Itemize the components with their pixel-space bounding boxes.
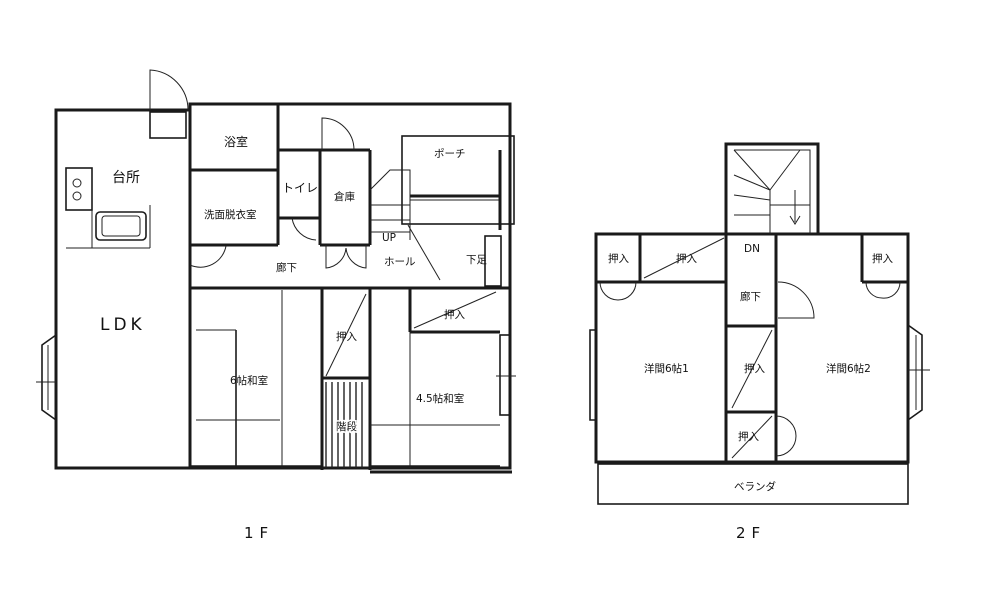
ldk-bay-window: [41, 334, 57, 421]
kitchen-sink: [95, 211, 147, 241]
label-2f-western2: 洋間6帖2: [826, 362, 871, 375]
label-2f-closet-bottom: 押入: [738, 430, 759, 443]
label-toilet: トイレ: [282, 181, 318, 195]
bay-window-2f-right: [907, 324, 923, 421]
label-2f-closet-mid: 押入: [676, 252, 697, 265]
label-corridor-1f: 廊下: [276, 261, 297, 274]
label-porch: ポーチ: [434, 148, 466, 160]
wall-1f-ldk: [54, 108, 192, 470]
caption-1f: 1F: [244, 524, 274, 542]
label-stairs-front: 階段: [336, 420, 357, 433]
stairs-1f-icon: [325, 382, 363, 468]
floor-2: 押入 押入 DN 押入 廊下 洋間6帖1 洋間6帖2 押入 押入 ベランダ 2F: [589, 142, 930, 542]
label-2f-closet-left: 押入: [608, 252, 629, 265]
label-2f-western1: 洋間6帖1: [644, 362, 689, 375]
floor-1: 台所 浴室 洗面脱衣室 トイレ 倉庫 ポーチ UP ホール 下足 廊下 LDK …: [36, 69, 516, 542]
label-2f-veranda: ベランダ: [734, 480, 776, 493]
label-up: UP: [382, 232, 396, 244]
label-hall: ホール: [384, 256, 416, 268]
label-stairs: 階段: [336, 420, 357, 433]
porch-outline: [401, 135, 515, 225]
label-2f-corridor: 廊下: [740, 290, 761, 303]
label-2f-closet-right: 押入: [872, 252, 893, 265]
label-tatami6: 6帖和室: [230, 374, 268, 387]
kitchen-door-icon: [149, 69, 189, 111]
label-2f-closet-center: 押入: [744, 362, 765, 375]
label-tatami45: 4.5帖和室: [416, 392, 464, 405]
kitchen-counter: [65, 167, 93, 211]
bay-window-2f-left: [589, 329, 596, 421]
stair-2f: [724, 142, 820, 236]
label-2f-dn: DN: [744, 243, 760, 255]
label-closet-a: 押入: [336, 330, 357, 343]
label-kitchen: 台所: [112, 170, 140, 186]
label-washroom: 洗面脱衣室: [204, 208, 257, 221]
label-bathroom: 浴室: [224, 134, 248, 149]
caption-2f: 2F: [736, 524, 766, 542]
veranda-outline: [597, 463, 909, 505]
label-ldk: LDK: [100, 315, 146, 335]
label-shoe-box: 下足: [466, 254, 487, 266]
label-closet-b: 押入: [444, 308, 465, 321]
label-storage: 倉庫: [334, 190, 355, 203]
